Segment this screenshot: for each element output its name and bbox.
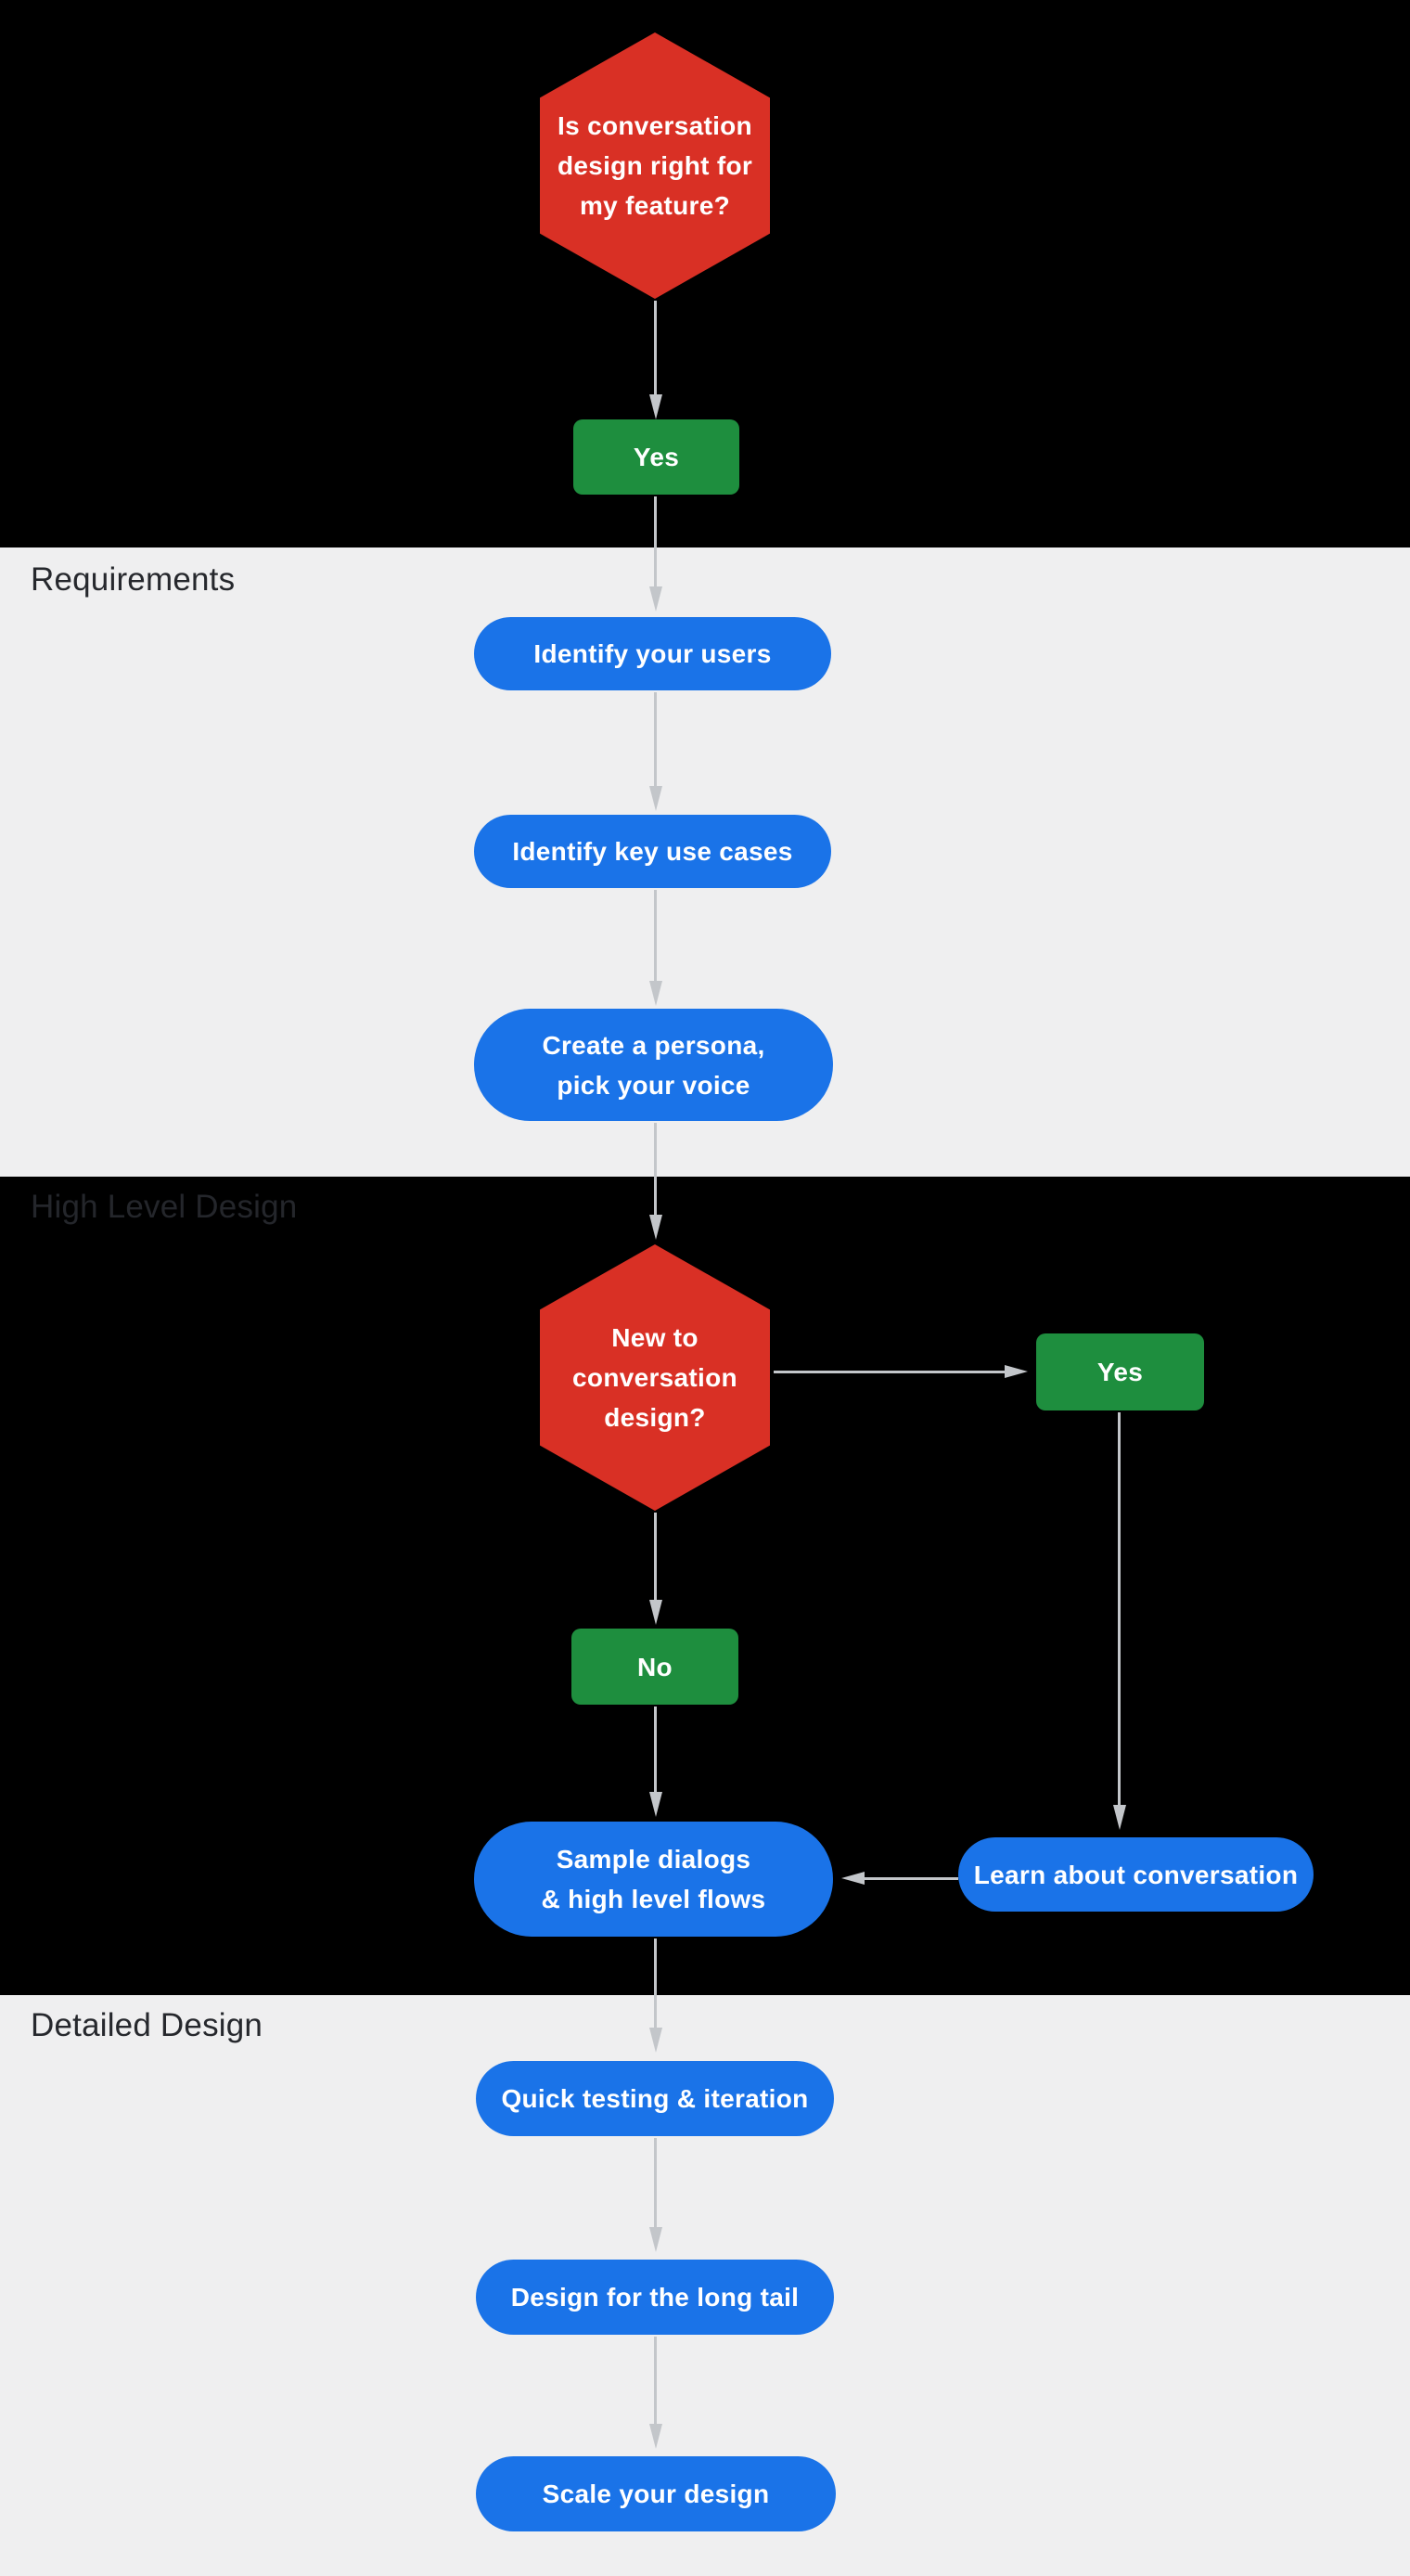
arrow-decision2-to-no-head [649,1600,662,1625]
step-identify-your-users[interactable]: Identify your users [474,617,831,690]
decision-line: design right for [557,151,753,180]
step-design-for-long-tail[interactable]: Design for the long tail [476,2260,834,2335]
arrow-persona-to-decision2-shaft [654,1123,657,1216]
arrow-usecases-to-persona-shaft [654,890,657,982]
arrow-users-to-usecases-shaft [654,692,657,787]
arrow-longtail-to-scale-head [649,2424,662,2449]
step-label: Design for the long tail [510,2283,800,2312]
arrow-usecases-to-persona-head [649,981,662,1006]
arrow-learn-to-sample-shaft [864,1877,958,1880]
decision-line: my feature? [579,191,731,220]
arrow-decision2-to-no-shaft [654,1513,657,1601]
answer-no-button[interactable]: No [571,1629,738,1705]
arrow-learn-to-sample-head [841,1872,865,1885]
answer-no-label: No [637,1652,673,1681]
section-title-detailed-design: Detailed Design [31,2007,263,2043]
section-title-high-level-design: High Level Design [31,1189,298,1225]
arrow-sample-to-quick-shaft [654,1938,657,2029]
decision-line: New to [611,1323,699,1352]
decision-new-to-conversation-design[interactable]: New to conversation design? [540,1244,770,1511]
decision-is-conversation-design-right[interactable]: Is conversation design right for my feat… [540,32,770,299]
step-label: Learn about conversation [973,1860,1299,1889]
step-label: Identify your users [533,639,772,668]
step-line: Sample dialogs [556,1845,751,1874]
step-create-persona-pick-voice[interactable]: Create a persona, pick your voice [474,1009,833,1121]
arrow-no-to-sample-shaft [654,1707,657,1793]
arrow-no-to-sample-head [649,1792,662,1817]
arrow-decision2-to-yes2-head [1005,1365,1028,1378]
step-sample-dialogs-high-level-flows[interactable]: Sample dialogs & high level flows [474,1822,833,1937]
step-line: Create a persona, [542,1030,765,1060]
decision-line: conversation [572,1363,737,1392]
arrow-quick-to-longtail-shaft [654,2138,657,2228]
arrow-persona-to-decision2-head [649,1215,662,1240]
step-label: Scale your design [542,2479,770,2508]
step-line: pick your voice [557,1070,750,1100]
decision-line: design? [604,1403,706,1432]
arrow-decision1-to-yes-head [649,394,662,419]
arrow-yes2-to-learn-head [1113,1805,1126,1830]
arrow-sample-to-quick-head [649,2028,662,2053]
arrow-yes1-to-identify-users-head [649,586,662,612]
arrow-quick-to-longtail-head [649,2227,662,2252]
step-identify-key-use-cases[interactable]: Identify key use cases [474,815,831,888]
answer-yes-2-button[interactable]: Yes [1036,1333,1204,1410]
step-label: Quick testing & iteration [501,2084,809,2113]
step-line: & high level flows [541,1885,766,1913]
step-quick-testing-iteration[interactable]: Quick testing & iteration [476,2061,834,2136]
step-label: Identify key use cases [512,837,793,866]
arrow-decision1-to-yes-shaft [654,301,657,395]
arrow-decision2-to-yes2-shaft [774,1371,1005,1373]
answer-yes-1-button[interactable]: Yes [573,419,739,495]
answer-yes-2-label: Yes [1096,1358,1144,1386]
answer-yes-1-label: Yes [633,443,680,471]
arrow-yes1-to-identify-users-shaft [654,496,657,587]
arrow-yes2-to-learn-shaft [1118,1412,1121,1806]
section-title-requirements: Requirements [31,561,236,598]
arrow-users-to-usecases-head [649,786,662,811]
step-scale-your-design[interactable]: Scale your design [476,2456,836,2531]
arrow-longtail-to-scale-shaft [654,2337,657,2425]
step-learn-about-conversation[interactable]: Learn about conversation [958,1837,1314,1912]
decision-line: Is conversation [558,111,752,140]
